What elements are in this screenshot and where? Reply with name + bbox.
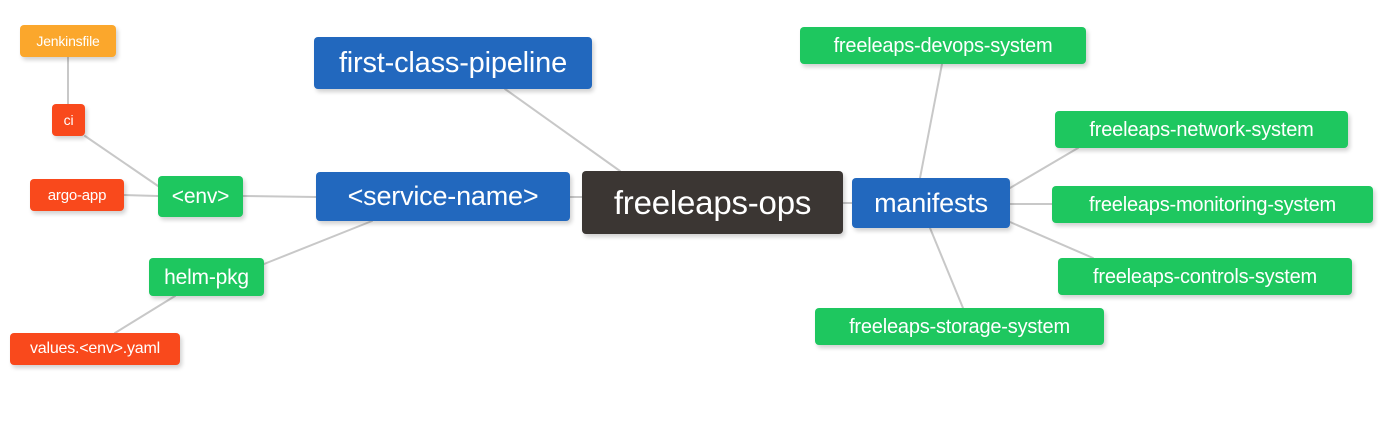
node-service-name[interactable]: <service-name> — [316, 172, 570, 221]
node-devops-system[interactable]: freeleaps-devops-system — [800, 27, 1086, 64]
node-manifests[interactable]: manifests — [852, 178, 1010, 228]
edge-manifests-to-controls-system — [1009, 221, 1094, 259]
node-storage-system[interactable]: freeleaps-storage-system — [815, 308, 1104, 345]
edge-manifests-to-network-system — [1009, 147, 1079, 189]
edge-ci-to-env — [84, 135, 159, 187]
node-values-yaml[interactable]: values.<env>.yaml — [10, 333, 180, 365]
edge-service-name-to-helm-pkg — [263, 220, 373, 265]
node-controls-system[interactable]: freeleaps-controls-system — [1058, 258, 1352, 295]
node-root[interactable]: freeleaps-ops — [582, 171, 843, 234]
node-monitoring-system[interactable]: freeleaps-monitoring-system — [1052, 186, 1373, 223]
node-network-system[interactable]: freeleaps-network-system — [1055, 111, 1348, 148]
edge-first-class-to-root — [504, 88, 621, 172]
edge-helm-pkg-to-values-yaml — [114, 295, 176, 334]
edge-env-to-service-name — [242, 195, 317, 198]
node-argo-app[interactable]: argo-app — [30, 179, 124, 211]
edge-manifests-to-storage-system — [929, 227, 964, 309]
edge-manifests-to-devops-system — [919, 63, 943, 179]
node-first-class[interactable]: first-class-pipeline — [314, 37, 592, 89]
edge-argo-app-to-env — [123, 194, 159, 197]
node-env[interactable]: <env> — [158, 176, 243, 217]
node-helm-pkg[interactable]: helm-pkg — [149, 258, 264, 296]
node-jenkinsfile[interactable]: Jenkinsfile — [20, 25, 116, 57]
node-ci[interactable]: ci — [52, 104, 85, 136]
